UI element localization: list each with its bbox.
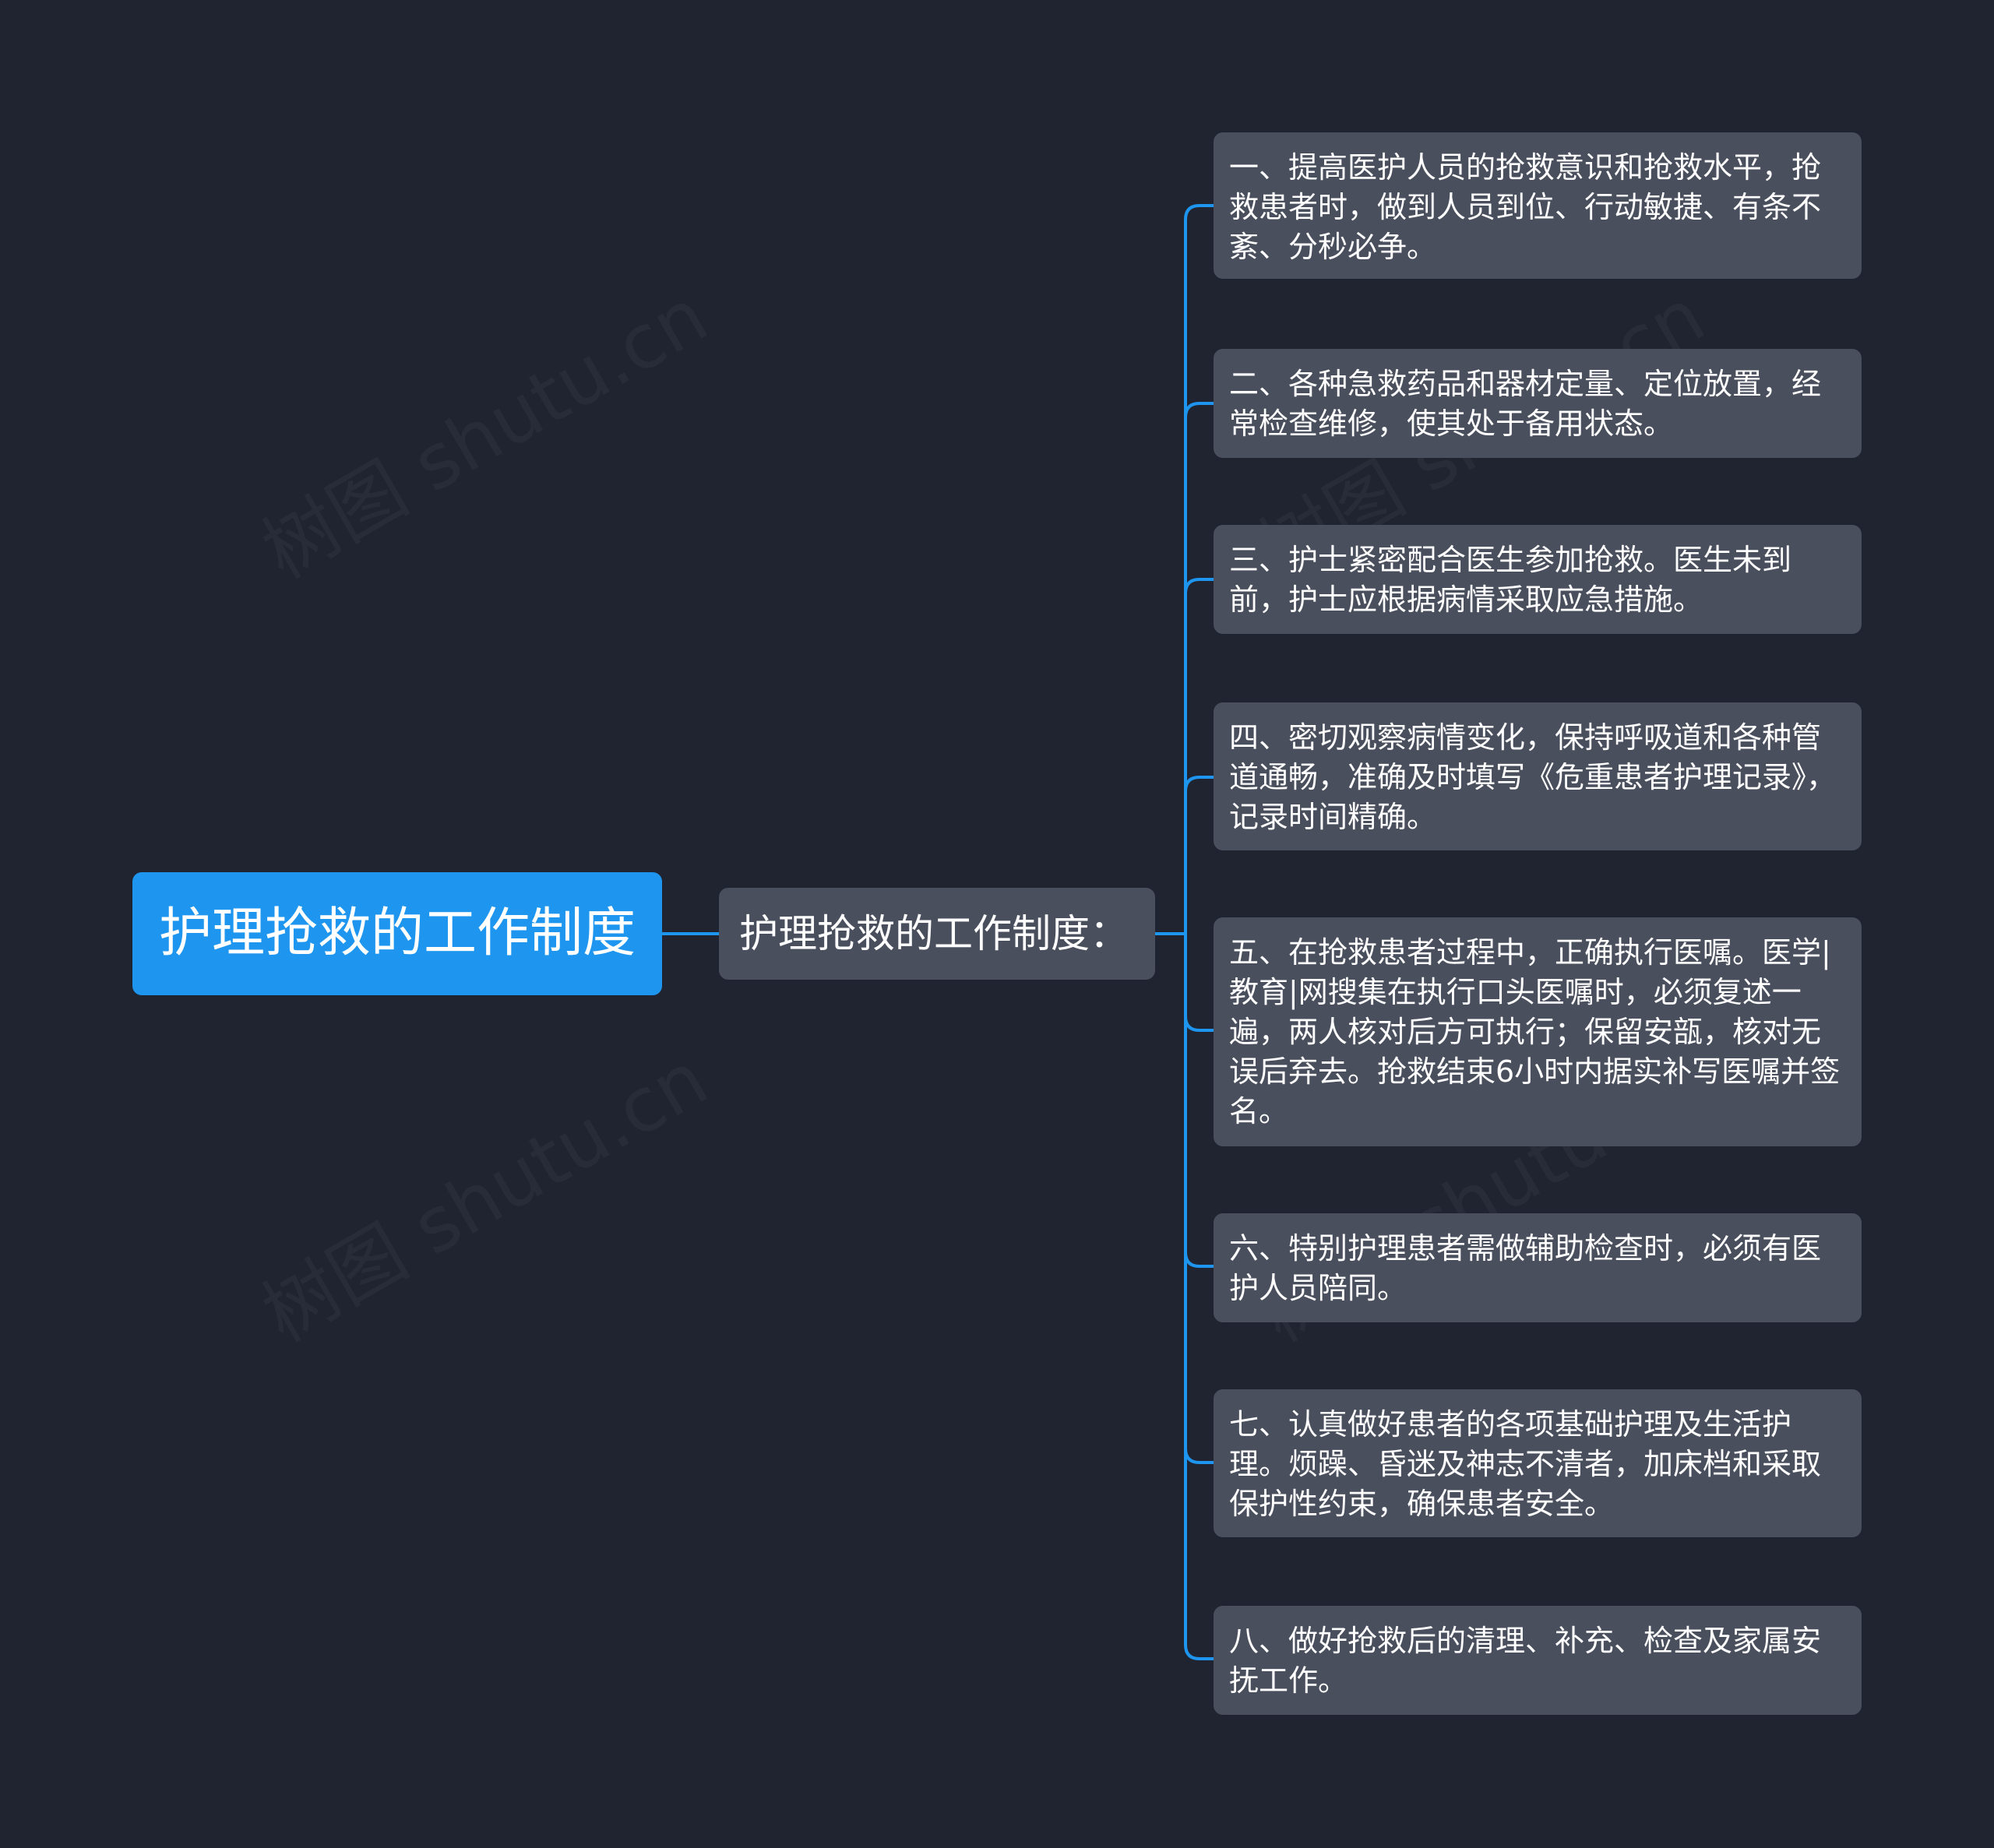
- leaf-connector-3: [1184, 578, 1214, 594]
- leaf-connector-5: [1184, 1016, 1214, 1032]
- leaf-topic-3[interactable]: 三、护士紧密配合医生参加抢救。医生未到前，护士应根据病情采取应急措施。: [1214, 525, 1862, 634]
- leaf-topic-5[interactable]: 五、在抢救患者过程中，正确执行医嘱。医学|教育|网搜集在执行口头医嘱时，必须复述…: [1214, 917, 1862, 1146]
- leaf-topic-2[interactable]: 二、各种急救药品和器材定量、定位放置，经常检查维修，使其处于备用状态。: [1214, 349, 1862, 458]
- leaf-connector-6: [1184, 1251, 1214, 1268]
- leaf-topic-4[interactable]: 四、密切观察病情变化，保持呼吸道和各种管道通畅，准确及时填写《危重患者护理记录》…: [1214, 702, 1862, 850]
- leaf-topic-7[interactable]: 七、认真做好患者的各项基础护理及生活护理。烦躁、昏迷及神志不清者，加床档和采取保…: [1214, 1389, 1862, 1537]
- leaf-connector-7: [1184, 1448, 1214, 1464]
- leaf-topic-1[interactable]: 一、提高医护人员的抢救意识和抢救水平，抢救患者时，做到人员到位、行动敏捷、有条不…: [1214, 132, 1862, 279]
- root-topic[interactable]: 护理抢救的工作制度: [132, 872, 662, 995]
- leaf-topic-8[interactable]: 八、做好抢救后的清理、补充、检查及家属安抚工作。: [1214, 1606, 1862, 1715]
- leaf-topic-6[interactable]: 六、特别护理患者需做辅助检查时，必须有医护人员陪同。: [1214, 1213, 1862, 1322]
- leaf-connector-2: [1184, 402, 1214, 418]
- branch-topic[interactable]: 护理抢救的工作制度：: [719, 888, 1155, 980]
- leaf-connector-1: [1184, 204, 1214, 220]
- leaf-connector-4: [1184, 776, 1214, 792]
- leaf-connector-8: [1184, 1644, 1214, 1660]
